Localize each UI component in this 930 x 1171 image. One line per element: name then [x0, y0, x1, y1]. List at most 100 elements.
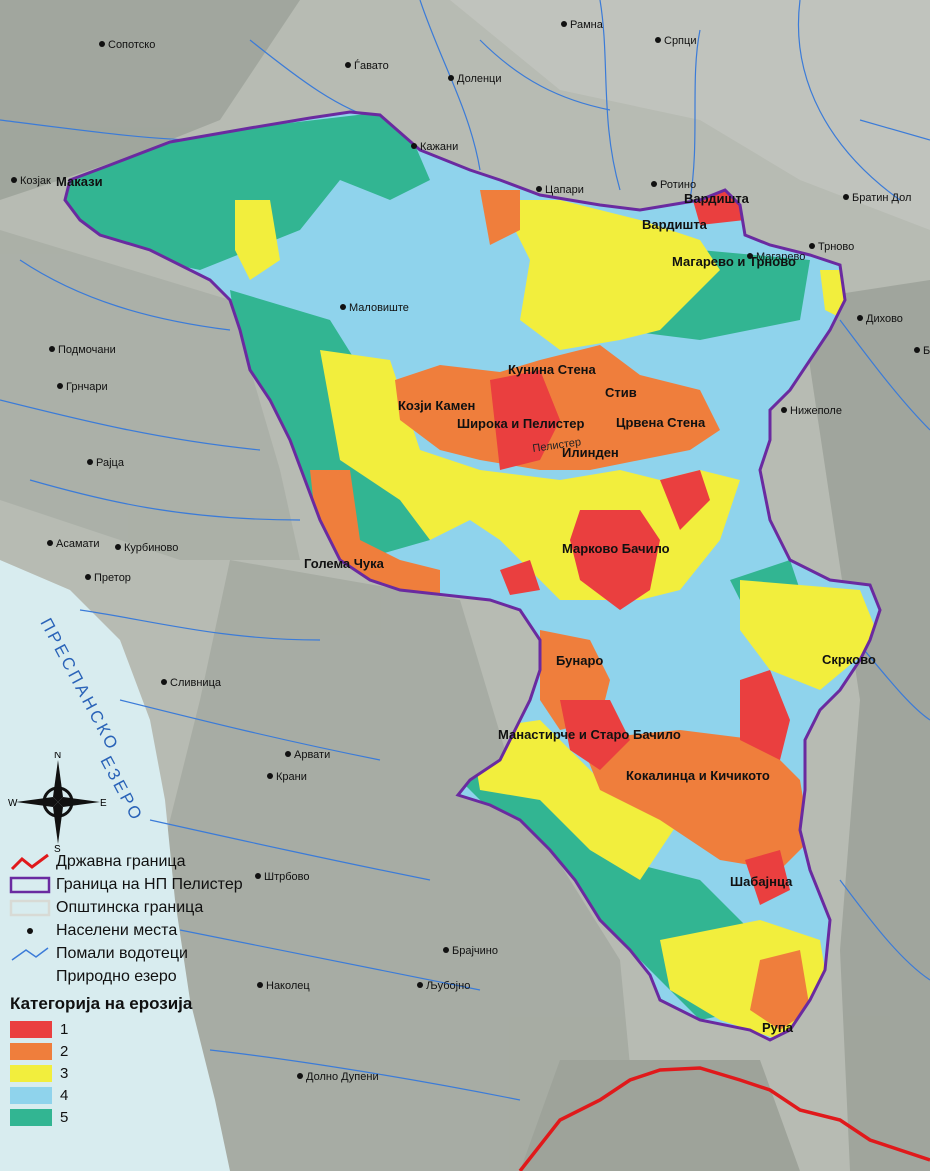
zone-cat3 — [500, 200, 720, 350]
settlement-dot-icon — [747, 253, 753, 259]
area-label: Скрково — [822, 652, 876, 667]
zone-cat3 — [820, 270, 845, 320]
legend-category-5: 5 — [8, 1106, 268, 1128]
zone-cat2 — [580, 730, 810, 870]
settlement: Долно Дупени — [297, 1071, 379, 1083]
settlement: Дихово — [857, 313, 903, 325]
park-border-icon — [8, 876, 52, 894]
settlement-dot-icon — [411, 143, 417, 149]
settlement-dot-icon — [87, 459, 93, 465]
svg-text:W: W — [8, 798, 18, 809]
svg-text:E: E — [100, 798, 107, 809]
zone-cat1 — [740, 670, 790, 760]
settlement-dot-icon — [809, 243, 815, 249]
stream-icon — [8, 945, 52, 963]
settlement-dot-icon — [340, 304, 346, 310]
settlement-label: Сопотско — [108, 39, 155, 51]
settlement-dot-icon — [417, 982, 423, 988]
category-2-swatch — [10, 1042, 52, 1060]
settlement: Брајчино — [443, 945, 498, 957]
settlement-label: Штрбово — [264, 871, 310, 883]
settlement-dot-icon — [99, 41, 105, 47]
settlement: Сопотско — [99, 39, 155, 51]
category-3-swatch — [10, 1064, 52, 1082]
legend-item-state-border: Државна граница — [8, 850, 268, 873]
settlement: Доленци — [448, 73, 502, 85]
map-legend: Државна граница Граница на НП Пелистер О… — [8, 850, 268, 1128]
area-label: Рупа — [762, 1020, 794, 1035]
compass-rose: N S W E — [8, 752, 108, 852]
streams — [0, 0, 930, 1101]
area-label: Козји Камен — [398, 398, 475, 413]
compass-icon: N S W E — [8, 752, 107, 852]
settlement-dot-icon — [11, 177, 17, 183]
settlement-dot-icon — [443, 947, 449, 953]
settlement: Кажани — [411, 141, 458, 153]
settlement: Ѓавато — [345, 59, 389, 72]
settlement-dot-icon — [345, 62, 351, 68]
prespa-lake — [0, 560, 230, 1171]
settlement-label: Доленци — [457, 73, 502, 85]
settlement: Рамна — [561, 19, 604, 31]
zone-cat2 — [750, 950, 810, 1030]
legend-category-1: 1 — [8, 1018, 268, 1040]
settlement-dot-icon — [57, 383, 63, 389]
settlement: Трново — [809, 241, 854, 253]
state-border — [518, 1066, 930, 1171]
settlement-label: Курбиново — [124, 542, 178, 554]
area-label: Магарево и Трново — [672, 254, 796, 269]
settlement: Братин Дол — [843, 192, 911, 204]
settlement-label: Магарево — [756, 251, 805, 263]
settlement-label: Ѓавато — [354, 59, 389, 72]
legend-item-settlements: Населени места — [8, 919, 268, 942]
settlement: Наколец — [257, 980, 310, 992]
settlement-dot-icon — [857, 315, 863, 321]
settlement-label: Асамати — [56, 538, 100, 550]
settlement-label: Брусник — [923, 345, 930, 357]
settlement-label: Арвати — [294, 749, 330, 761]
area-label: Црвена Стена — [616, 415, 706, 430]
zone-cat3 — [740, 580, 880, 690]
legend-category-2: 2 — [8, 1040, 268, 1062]
legend-categories-title: Категорија на ерозија — [10, 994, 193, 1013]
category-1-swatch — [10, 1020, 52, 1038]
settlement-label: Ротино — [660, 179, 696, 191]
area-label: Кунина Стена — [508, 362, 597, 377]
area-label: Голема Чука — [304, 556, 385, 571]
settlement-label: Трново — [818, 241, 854, 253]
settlement-dot-icon — [257, 982, 263, 988]
settlement-dot-icon — [115, 544, 121, 550]
settlement: Ротино — [651, 179, 696, 191]
settlement-dot-icon — [914, 347, 920, 353]
settlement-dot-icon — [448, 75, 454, 81]
settlement-dot-icon — [85, 574, 91, 580]
area-label: Вардишта — [684, 191, 750, 206]
zone-cat1 — [660, 470, 710, 530]
settlement: Брусник — [914, 345, 930, 357]
area-label: Широка и Пелистер — [457, 416, 585, 431]
settlement-label: Рамна — [570, 19, 604, 31]
zone-cat1 — [500, 560, 540, 595]
area-label: Кокалинца и Кичикото — [626, 768, 770, 783]
settlement-dot-icon — [267, 773, 273, 779]
svg-text:S: S — [54, 844, 61, 852]
settlement: Маловиште — [340, 302, 409, 314]
state-border-icon — [8, 853, 52, 871]
zone-cat5 — [230, 290, 430, 560]
settlement-label: Братин Дол — [852, 192, 911, 204]
area-label: Стив — [605, 385, 637, 400]
settlement-label: Српци — [664, 35, 696, 47]
settlement: Магарево — [747, 251, 805, 263]
settlement-label: Крани — [276, 771, 307, 783]
settlement-dot-icon — [8, 922, 52, 940]
settlement-label: Нижеполе — [790, 405, 842, 417]
area-label: Макази — [56, 174, 103, 189]
settlement-dot-icon — [297, 1073, 303, 1079]
settlement: Арвати — [285, 749, 330, 761]
settlement-label: Подмочани — [58, 344, 116, 356]
settlement-label: Кажани — [420, 141, 458, 153]
settlement-dot-icon — [47, 540, 53, 546]
settlement-label: Претор — [94, 572, 131, 584]
